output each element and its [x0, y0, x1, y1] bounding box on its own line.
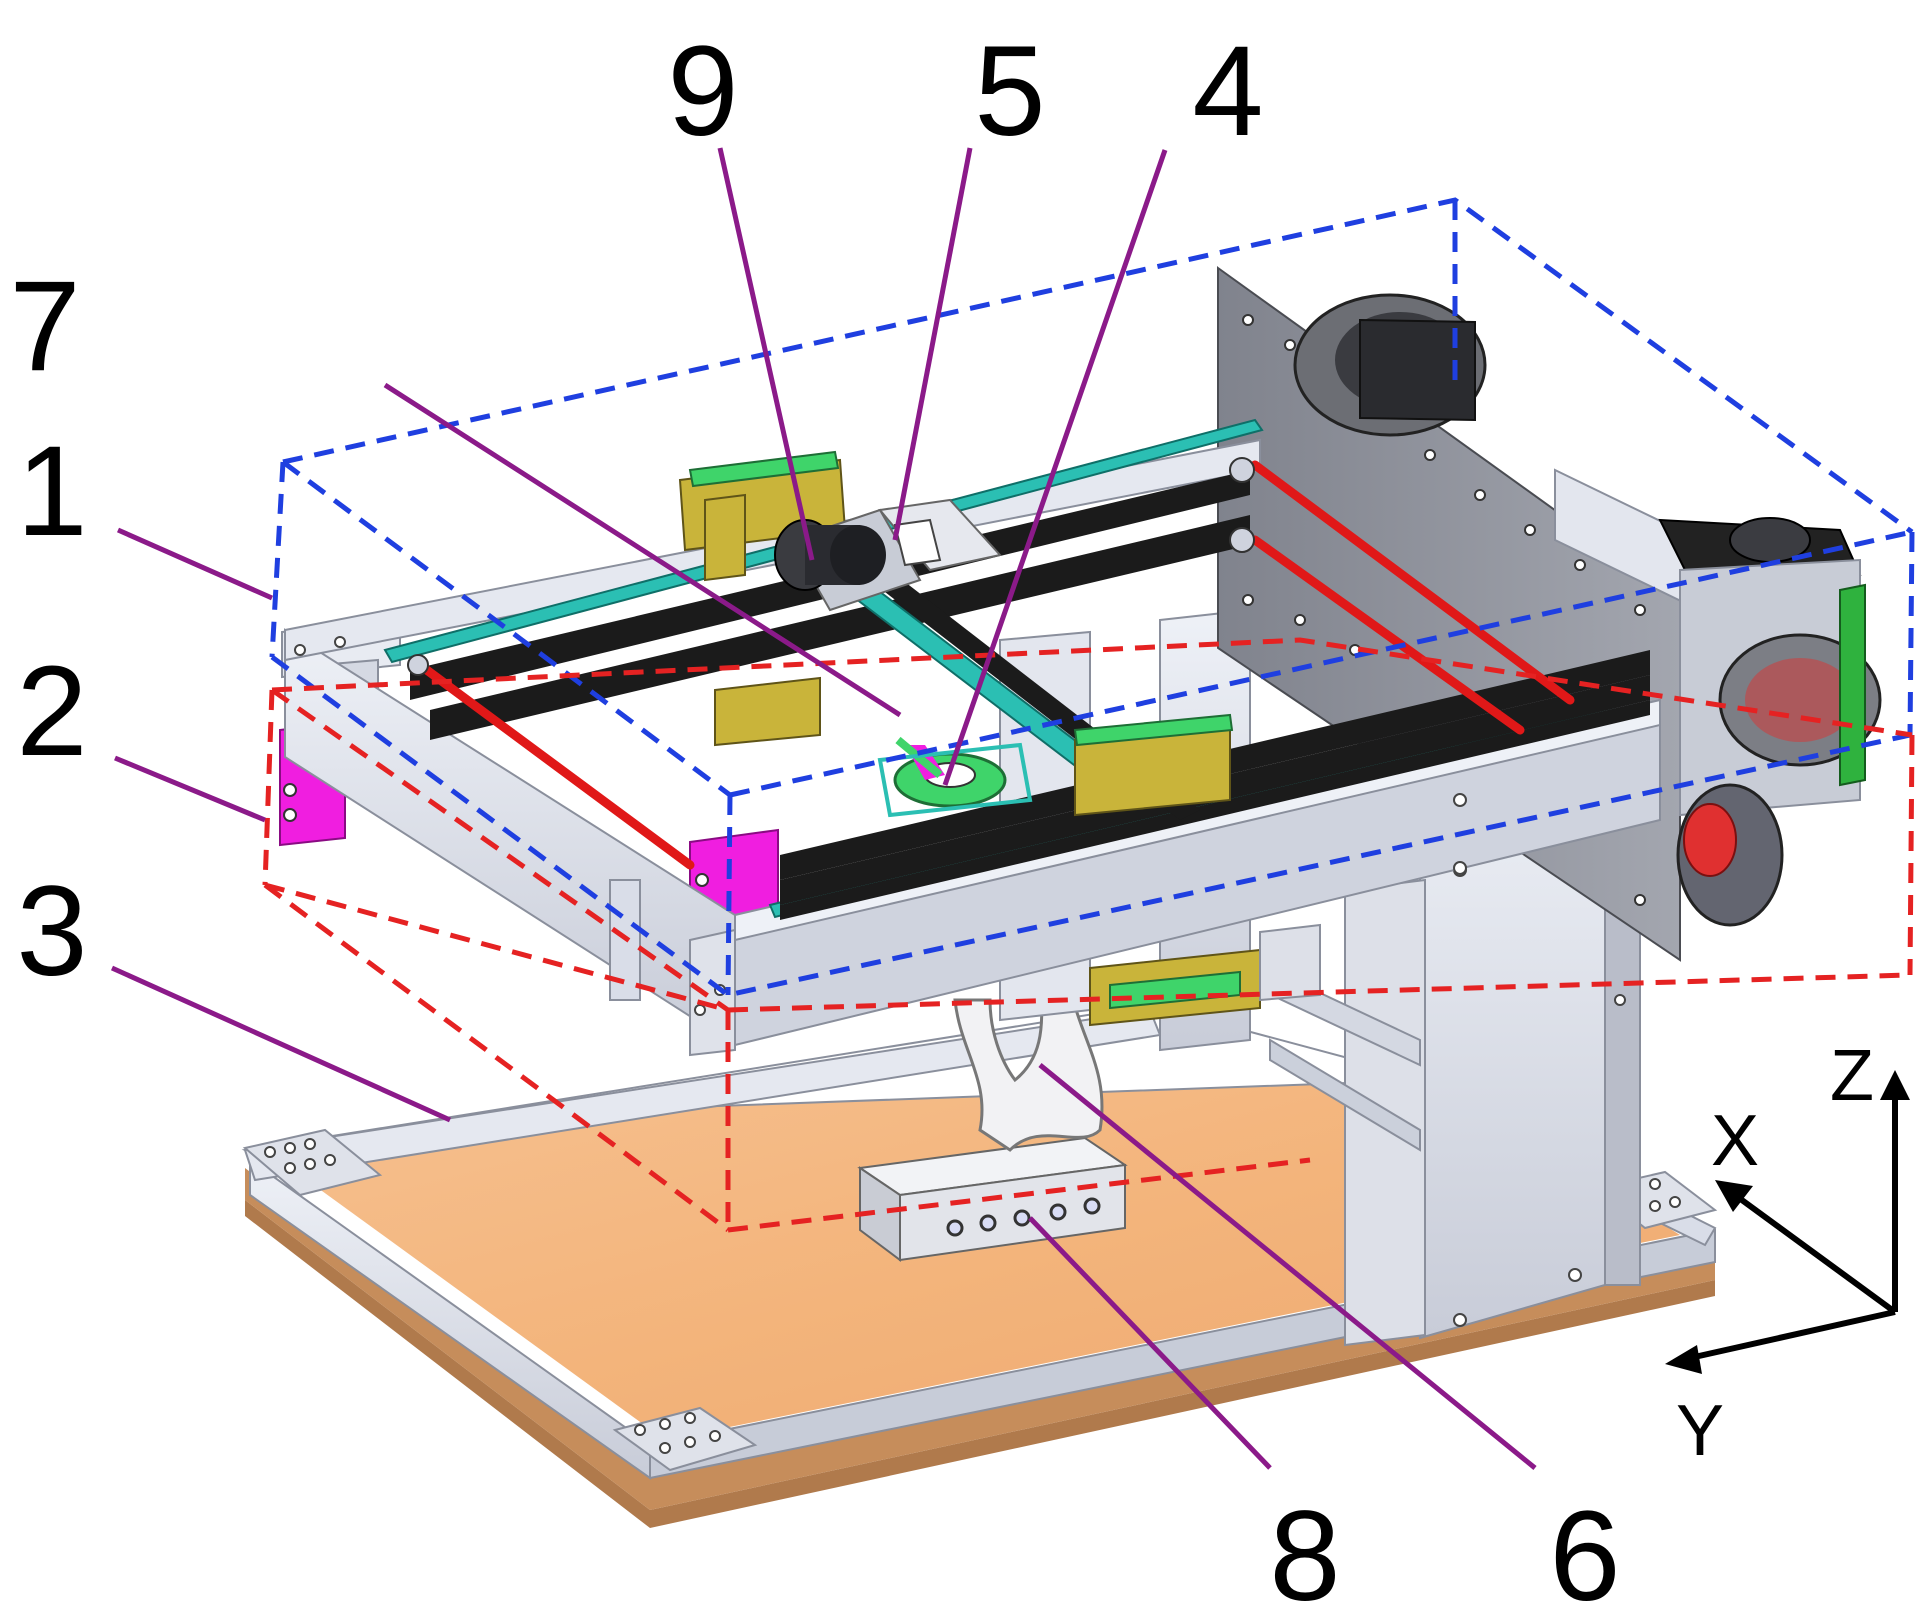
callout-labels: 9 5 4 7 1 2 3 8 6 [9, 20, 1620, 1621]
leader-5 [892, 147, 973, 541]
coordinate-axes [1665, 1070, 1910, 1374]
sample-block [857, 1136, 1128, 1262]
callout-4: 4 [1192, 20, 1263, 163]
axis-label-z: Z [1830, 1036, 1874, 1116]
lower-work-volume [262, 637, 1915, 1233]
callout-6: 6 [1549, 1485, 1620, 1621]
block-holes [946, 1197, 1101, 1237]
leader-1 [116, 527, 274, 601]
leader-6 [1038, 1063, 1537, 1470]
wood-board [245, 1168, 1715, 1510]
z-axis-arrowhead [1880, 1070, 1910, 1100]
specimen-arm [953, 983, 1104, 1152]
x-axis-line [1733, 1192, 1897, 1315]
callout-1: 1 [16, 420, 87, 563]
callout-8: 8 [1269, 1485, 1340, 1621]
axis-label-y: Y [1676, 1391, 1724, 1471]
leader-7 [383, 382, 902, 718]
callout-5: 5 [974, 20, 1045, 163]
callout-3: 3 [16, 860, 87, 1003]
leader-9 [717, 147, 815, 561]
callout-9: 9 [667, 20, 738, 163]
callout-7: 7 [9, 255, 80, 398]
axis-label-x: X [1711, 1101, 1759, 1181]
leader-2 [114, 755, 266, 823]
y-axis-arrowhead [1665, 1345, 1702, 1374]
corner-bolts [264, 1138, 1681, 1454]
red-rods [415, 460, 1575, 870]
upper-work-volume [269, 197, 1915, 998]
leader-3 [110, 965, 452, 1123]
carriage-front-left [714, 676, 821, 747]
x-axis-arrowhead [1715, 1180, 1753, 1212]
upper-frame [279, 418, 1661, 1057]
y-axis-line [1689, 1309, 1896, 1361]
callout-2: 2 [16, 640, 87, 783]
leader-lines [110, 147, 1537, 1470]
leader-8 [1028, 1216, 1272, 1470]
leader-4 [942, 149, 1168, 786]
wood-board-top [300, 1080, 1680, 1440]
